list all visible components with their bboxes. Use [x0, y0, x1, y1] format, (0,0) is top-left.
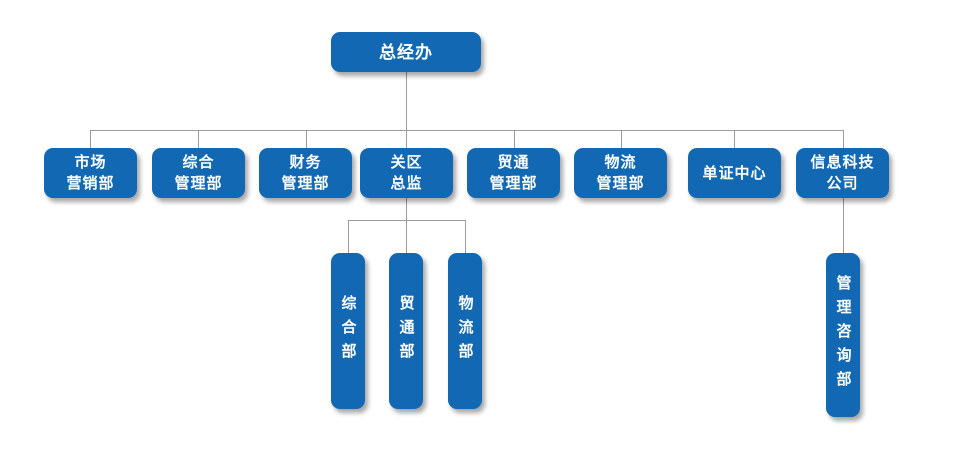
- connector-drop-customs-logistics: [465, 220, 466, 253]
- node-label-line: 物流: [604, 154, 637, 171]
- node-label: 贸通部: [397, 295, 415, 367]
- node-label-line: 综合: [182, 154, 215, 171]
- org-node-customs-trade: 贸通部: [389, 253, 423, 409]
- connector-drop-doccenter: [734, 130, 735, 148]
- connector-drop-trade: [514, 130, 515, 148]
- node-label: 总经办: [379, 42, 433, 62]
- node-label: 物流部: [456, 295, 474, 367]
- org-node-customs-general: 综合部: [331, 253, 365, 409]
- connector-trunk-vline: [406, 72, 407, 130]
- org-node-customs-logistics: 物流部: [448, 253, 482, 409]
- node-label-line: 管理部: [281, 175, 330, 192]
- node-label: 管理咨询部: [834, 275, 852, 395]
- node-label-line: 管理部: [596, 175, 645, 192]
- connector-drop-marketing: [90, 130, 91, 148]
- org-node-marketing: 市场 营销部: [44, 148, 137, 198]
- node-label-line: 管理部: [174, 175, 223, 192]
- node-label-line: 市场: [74, 154, 107, 171]
- node-label-line: 营销部: [66, 175, 115, 192]
- connector-drop-consulting: [843, 198, 844, 253]
- node-label-line: 管理部: [489, 175, 538, 192]
- org-node-finance: 财务 管理部: [259, 148, 352, 198]
- org-node-doc-center: 单证中心: [688, 148, 781, 198]
- connector-drop-general: [198, 130, 199, 148]
- org-node-it-company: 信息科技 公司: [796, 148, 889, 198]
- connector-drop-itcompany: [843, 130, 844, 148]
- node-label-line: 财务: [289, 154, 322, 171]
- connector-drop-finance: [306, 130, 307, 148]
- connector-drop-customs-general: [348, 220, 349, 253]
- org-node-general-admin: 综合 管理部: [152, 148, 245, 198]
- org-node-logistics-mgmt: 物流 管理部: [574, 148, 667, 198]
- org-node-customs-director: 关区 总监: [360, 148, 453, 198]
- connector-drop-customs-trade: [406, 220, 407, 253]
- node-label-line: 信息科技: [810, 154, 875, 171]
- node-label-line: 单证中心: [702, 164, 767, 182]
- connector-customs-vline: [406, 198, 407, 220]
- org-node-trade-mgmt: 贸通 管理部: [467, 148, 560, 198]
- node-label-line: 总监: [390, 175, 423, 192]
- org-node-general-office: 总经办: [331, 32, 481, 72]
- connector-bus-hline: [90, 130, 843, 131]
- node-label: 综合部: [339, 295, 357, 367]
- org-node-mgmt-consulting: 管理咨询部: [826, 253, 860, 417]
- connector-drop-customs: [406, 130, 407, 148]
- node-label-line: 关区: [390, 154, 423, 171]
- node-label-line: 公司: [826, 175, 859, 192]
- node-label-line: 贸通: [497, 154, 530, 171]
- connector-drop-logistics: [621, 130, 622, 148]
